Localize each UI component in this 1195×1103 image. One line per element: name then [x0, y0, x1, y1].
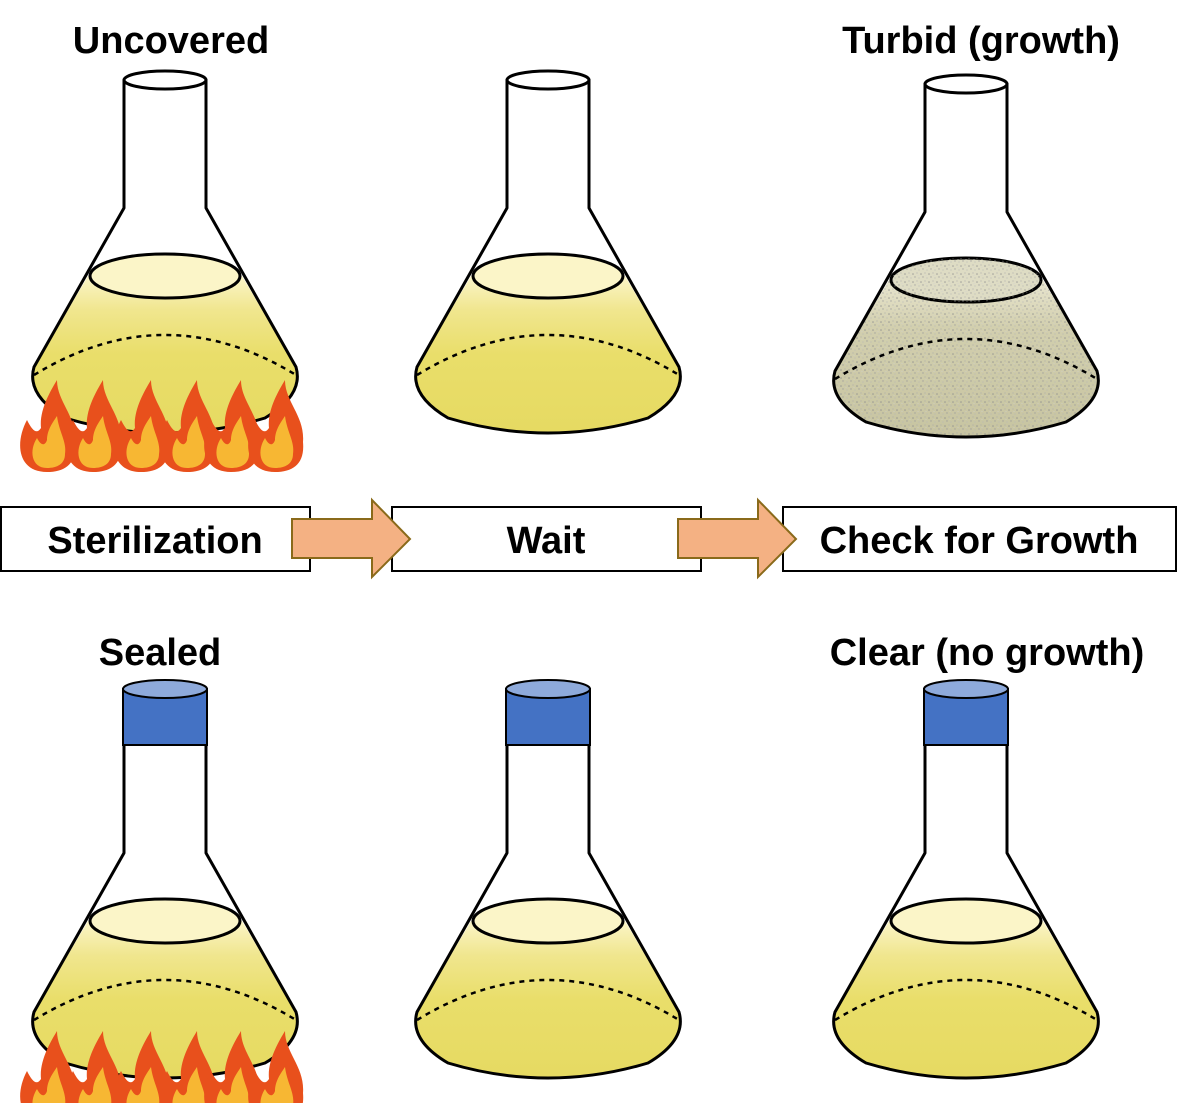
- turbid-growth-label: Turbid (growth): [842, 20, 1120, 62]
- flask-sealed-sterilizing: [20, 679, 304, 1103]
- flames-group: [20, 380, 304, 472]
- right-arrow-icon: [291, 497, 412, 580]
- broth: [415, 276, 681, 433]
- right-arrow-icon: [677, 497, 798, 580]
- flame-icon: [114, 380, 170, 472]
- flask-outline: [31, 723, 299, 1080]
- liquid-surface: [471, 897, 625, 945]
- cap-top: [505, 679, 591, 699]
- liquid-surface: [889, 897, 1043, 945]
- flask-rim: [923, 73, 1009, 95]
- flame-icon: [204, 1031, 260, 1103]
- flame-icon: [66, 1031, 122, 1103]
- cap-top: [923, 679, 1009, 699]
- flasks-group: [20, 69, 1100, 1103]
- liquid-surface: [471, 252, 625, 300]
- cap-top: [122, 679, 208, 699]
- flask-outline: [832, 82, 1100, 439]
- liquid-surface: [88, 252, 242, 300]
- clear-no-growth-label: Clear (no growth): [830, 632, 1145, 674]
- flask-rim: [122, 69, 208, 91]
- process-row: Sterilization Wait Check for Growth: [0, 497, 1177, 580]
- flask-sealed-clear: [832, 679, 1100, 1080]
- liquid-surface: [88, 897, 242, 945]
- flask-rim: [505, 69, 591, 91]
- step-label-wait: Wait: [507, 520, 586, 562]
- turbidity-speckle: [833, 280, 1099, 437]
- uncovered-label: Uncovered: [73, 20, 269, 62]
- flame-icon: [160, 1031, 216, 1103]
- step-label-check-for-growth: Check for Growth: [820, 520, 1139, 562]
- step-label-sterilization: Sterilization: [47, 520, 262, 562]
- flame-icon: [204, 380, 260, 472]
- broth: [415, 921, 681, 1078]
- flask-outline: [414, 723, 682, 1080]
- flask-sealed-waiting: [414, 679, 682, 1080]
- flask-outline: [832, 723, 1100, 1080]
- broth: [833, 921, 1099, 1078]
- flame-icon: [20, 380, 76, 472]
- sealed-label: Sealed: [99, 632, 222, 674]
- flame-icon: [248, 1031, 304, 1103]
- flame-icon: [114, 1031, 170, 1103]
- flame-icon: [248, 380, 304, 472]
- step-box-wait: [391, 506, 702, 572]
- flame-icon: [160, 380, 216, 472]
- flask-uncovered-sterilizing: [20, 69, 304, 472]
- step-box-check-for-growth: [782, 506, 1177, 572]
- flask-uncovered-waiting: [414, 69, 682, 435]
- flame-icon: [20, 1031, 76, 1103]
- flames-group: [20, 1031, 304, 1103]
- flask-outline: [414, 78, 682, 435]
- step-box-sterilization: [0, 506, 311, 572]
- flame-icon: [66, 380, 122, 472]
- flask-uncovered-turbid: [832, 73, 1100, 439]
